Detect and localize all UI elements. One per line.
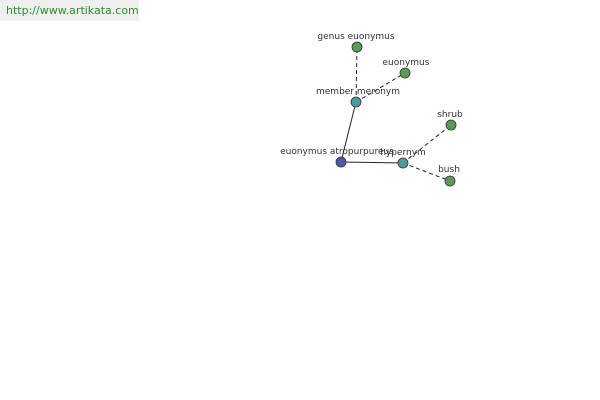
edge-root-to-hypernym bbox=[340, 161, 404, 164]
node-circle-bush[interactable] bbox=[444, 175, 456, 187]
node-shrub[interactable]: shrub bbox=[437, 110, 463, 131]
node-root[interactable]: euonymus atropurpureus bbox=[280, 147, 394, 168]
nodes-layer: euonymus atropurpureus member meronym hype… bbox=[280, 32, 463, 187]
node-euonymus[interactable]: euonymus bbox=[383, 58, 430, 79]
edges-layer bbox=[340, 46, 452, 182]
edge-member-meronym-to-genus-euonymus bbox=[355, 46, 358, 103]
node-circle-euonymus[interactable] bbox=[399, 67, 411, 79]
site-url-link[interactable]: http://www.artikata.com bbox=[0, 0, 139, 21]
node-label-root: euonymus atropurpureus bbox=[280, 147, 394, 157]
node-label-hypernym: hypernym bbox=[380, 148, 426, 158]
node-label-euonymus: euonymus bbox=[383, 58, 430, 68]
node-circle-root[interactable] bbox=[335, 156, 347, 168]
node-circle-shrub[interactable] bbox=[445, 119, 457, 131]
node-circle-hypernym[interactable] bbox=[397, 157, 409, 169]
node-label-shrub: shrub bbox=[437, 110, 463, 120]
node-bush[interactable]: bush bbox=[438, 165, 460, 187]
edge-root-to-member-meronym bbox=[340, 101, 357, 163]
node-genus-euonymus[interactable]: genus euonymus bbox=[317, 32, 395, 53]
node-circle-genus-euonymus[interactable] bbox=[351, 41, 363, 53]
edge-member-meronym-to-euonymus bbox=[355, 72, 406, 103]
node-label-bush: bush bbox=[438, 165, 460, 175]
node-label-genus-euonymus: genus euonymus bbox=[317, 32, 394, 42]
node-label-member-meronym: member meronym bbox=[316, 87, 400, 97]
node-member-meronym[interactable]: member meronym bbox=[316, 87, 400, 108]
node-circle-member-meronym[interactable] bbox=[350, 96, 362, 108]
node-hypernym[interactable]: hypernym bbox=[380, 148, 426, 169]
edge-hypernym-to-bush bbox=[402, 162, 451, 182]
edge-hypernym-to-shrub bbox=[402, 124, 452, 164]
